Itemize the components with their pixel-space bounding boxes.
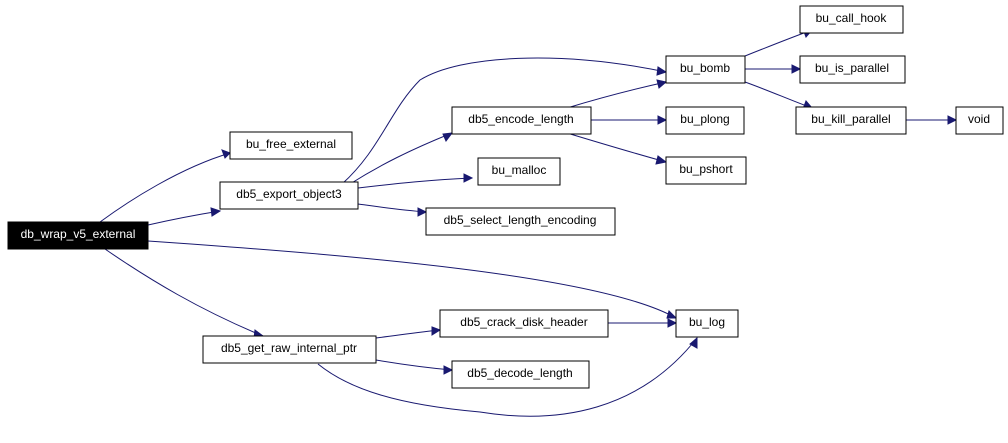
svg-text:bu_is_parallel: bu_is_parallel — [815, 61, 889, 75]
svg-text:bu_kill_parallel: bu_kill_parallel — [811, 112, 890, 126]
svg-text:db5_select_length_encoding: db5_select_length_encoding — [444, 213, 597, 227]
node-bu-kill-parallel[interactable]: bu_kill_parallel — [795, 106, 907, 135]
node-db5-get-raw-internal-ptr[interactable]: db5_get_raw_internal_ptr — [202, 335, 377, 364]
svg-text:bu_call_hook: bu_call_hook — [816, 11, 888, 25]
svg-text:bu_log: bu_log — [689, 315, 725, 329]
edge-encode-to-bu-pshort — [566, 132, 668, 165]
edge-bomb-to-bu-kill-parallel — [744, 81, 813, 110]
edge-db-wrap-to-bu-log — [147, 240, 678, 319]
edge-encode-to-bu-plong — [591, 115, 668, 125]
svg-text:db5_crack_disk_header: db5_crack_disk_header — [460, 315, 587, 329]
node-bu-log[interactable]: bu_log — [675, 309, 739, 338]
svg-text:bu_bomb: bu_bomb — [680, 61, 730, 75]
node-db5-export-object3[interactable]: db5_export_object3 — [219, 181, 359, 210]
svg-text:bu_plong: bu_plong — [680, 112, 729, 126]
edge-export-to-bu-malloc — [357, 173, 474, 189]
node-bu-plong[interactable]: bu_plong — [665, 106, 745, 135]
node-bu-is-parallel[interactable]: bu_is_parallel — [799, 55, 906, 84]
edge-get-raw-to-bu-log — [317, 336, 698, 417]
nodes-layer: db_wrap_v5_external bu_free_external db5… — [7, 5, 1004, 389]
edge-bomb-to-bu-is-parallel — [745, 64, 802, 74]
edge-export-to-bu-bomb — [341, 57, 668, 185]
svg-text:db5_export_object3: db5_export_object3 — [236, 187, 342, 201]
node-bu-pshort[interactable]: bu_pshort — [665, 156, 747, 185]
node-db5-encode-length[interactable]: db5_encode_length — [451, 106, 592, 135]
edge-get-raw-to-db5-decode-length — [375, 359, 454, 375]
node-bu-malloc[interactable]: bu_malloc — [477, 157, 561, 186]
edge-crack-disk-header-to-bu-log — [608, 318, 678, 328]
edge-export-to-db5-select-length-encoding — [357, 203, 428, 217]
svg-text:db_wrap_v5_external: db_wrap_v5_external — [21, 227, 136, 241]
node-bu-bomb[interactable]: bu_bomb — [665, 55, 746, 84]
node-void[interactable]: void — [955, 106, 1004, 135]
edge-encode-to-bu-bomb — [566, 79, 668, 109]
svg-text:bu_malloc: bu_malloc — [492, 163, 547, 177]
node-db-wrap-v5-external[interactable]: db_wrap_v5_external — [7, 221, 149, 250]
node-bu-free-external[interactable]: bu_free_external — [229, 131, 353, 160]
edge-db-wrap-to-db5-export-object3 — [147, 207, 222, 226]
svg-text:db5_decode_length: db5_decode_length — [467, 366, 572, 380]
edge-export-to-db5-encode-length — [349, 132, 454, 185]
edge-get-raw-to-db5-crack-disk-header — [375, 326, 442, 339]
node-db5-crack-disk-header[interactable]: db5_crack_disk_header — [439, 309, 609, 338]
node-db5-decode-length[interactable]: db5_decode_length — [451, 360, 590, 389]
node-bu-call-hook[interactable]: bu_call_hook — [799, 5, 904, 34]
edge-db-wrap-to-db5-get-raw-internal-ptr — [104, 248, 265, 339]
node-db5-select-length-encoding[interactable]: db5_select_length_encoding — [425, 207, 616, 236]
edge-db-wrap-to-bu-free-external — [99, 149, 231, 223]
edge-kill-parallel-to-void — [906, 115, 958, 125]
svg-text:db5_get_raw_internal_ptr: db5_get_raw_internal_ptr — [221, 341, 357, 355]
svg-text:db5_encode_length: db5_encode_length — [468, 112, 573, 126]
svg-text:void: void — [968, 112, 990, 126]
svg-text:bu_free_external: bu_free_external — [246, 137, 336, 151]
svg-text:bu_pshort: bu_pshort — [679, 162, 733, 176]
